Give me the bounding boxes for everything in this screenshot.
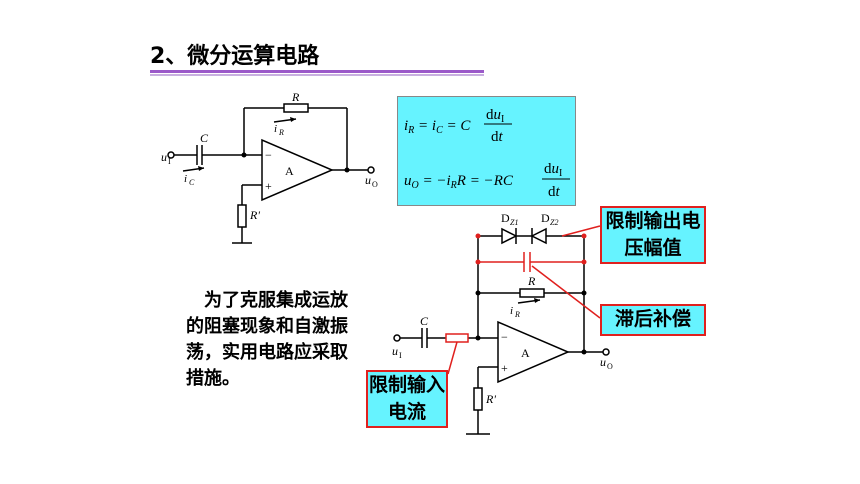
svg-text:duI: duI (486, 107, 504, 125)
label-minus-1: − (265, 148, 272, 162)
svg-text:I: I (168, 157, 171, 166)
svg-text:O: O (607, 362, 613, 371)
label-iC-1: i (184, 173, 187, 185)
label-plus-1: + (265, 179, 272, 193)
page-title: 2、微分运算电路 (150, 44, 320, 69)
ground-resistor-1 (237, 204, 247, 228)
limit-input-label: 限制输入电流 (366, 370, 448, 428)
label-Rprime-2: R' (485, 392, 496, 406)
lag-compensation-label: 滞后补偿 (600, 304, 706, 336)
label-DZ1: D (501, 211, 510, 225)
label-C-2: C (420, 314, 429, 328)
limit-output-label: 限制输出电压幅值 (600, 206, 706, 264)
label-R-2: R (527, 274, 536, 288)
title-underline-shadow (150, 74, 484, 76)
label-C-1: C (200, 131, 209, 145)
label-uI-2: u (392, 344, 398, 358)
opamp-1 (261, 138, 334, 202)
label-plus-2: + (501, 361, 508, 375)
formula-box: iR = iC = C duI dt uO = −iRR = −RC duI d… (397, 96, 576, 206)
label-minus-2: − (501, 330, 508, 344)
label-R-1: R (291, 90, 300, 104)
svg-text:O: O (372, 180, 378, 189)
svg-text:I: I (399, 351, 402, 360)
label-uI-1: u (161, 150, 167, 164)
svg-text:iR = iC = C: iR = iC = C (404, 118, 471, 136)
feedback-resistor-1 (283, 103, 309, 113)
formula-svg: iR = iC = C duI dt uO = −iRR = −RC duI d… (404, 107, 570, 200)
description-paragraph: 为了克服集成运放的阻塞现象和自激振荡，实用电路应采取措施。 (186, 290, 348, 389)
label-A-2: A (521, 346, 530, 360)
input-limit-resistor (445, 333, 469, 343)
output-terminal-1 (367, 166, 375, 174)
svg-text:dt: dt (491, 129, 504, 145)
label-A-1: A (285, 164, 294, 178)
svg-text:C: C (189, 178, 195, 187)
label-DZ2: D (541, 211, 550, 225)
input-terminal-1 (167, 151, 175, 159)
label-uO-2: u (600, 355, 606, 369)
label-iR-2: i (510, 305, 513, 317)
title-underline (150, 70, 484, 73)
svg-text:Z2: Z2 (550, 218, 558, 227)
svg-text:R: R (278, 128, 284, 137)
svg-text:uO = −iRR = −RC: uO = −iRR = −RC (404, 173, 514, 191)
svg-text:duI: duI (544, 161, 562, 179)
label-Rprime-1: R' (249, 208, 260, 222)
svg-text:Z1: Z1 (510, 218, 518, 227)
svg-text:dt: dt (548, 184, 561, 200)
label-uO-1: u (365, 173, 371, 187)
svg-text:R: R (514, 310, 520, 319)
label-iR-1: i (274, 123, 277, 135)
